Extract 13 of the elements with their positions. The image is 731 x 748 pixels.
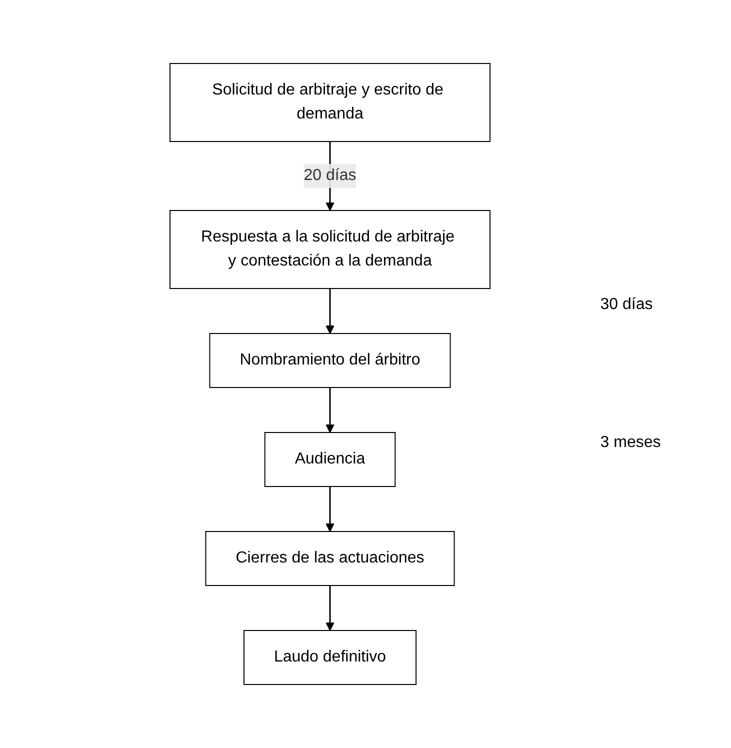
arrow	[326, 486, 335, 532]
node-box: Laudo definitivo	[244, 630, 417, 685]
arrow	[326, 288, 335, 334]
node-box: Respuesta a la solicitud de arbitraje y contestación a la demanda	[170, 210, 491, 289]
node-box: Audiencia	[264, 432, 396, 487]
node-box: Cierres de las actuaciones	[206, 531, 456, 586]
duration-note: 3 meses	[600, 434, 661, 452]
node-box: Nombramiento del árbitro	[210, 333, 452, 388]
node-box: Solicitud de arbitraje y escrito de demanda	[170, 63, 491, 142]
arrow	[326, 586, 335, 631]
duration-note: 30 días	[600, 296, 654, 314]
edge-label: 20 días	[304, 167, 357, 184]
arrow	[326, 388, 335, 433]
